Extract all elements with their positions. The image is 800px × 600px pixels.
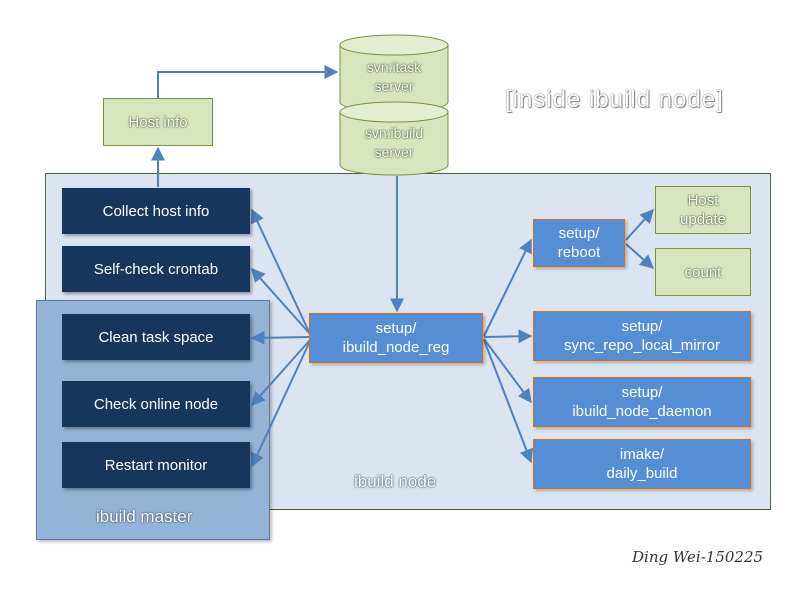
clean-task-space-box: Clean task space	[62, 314, 250, 360]
sync-repo-line1: setup/	[621, 318, 663, 335]
arrow-center-to-restart	[250, 340, 311, 468]
collect-host-info-label: Collect host info	[102, 202, 210, 220]
host-update-line1: Host	[687, 192, 719, 209]
host-update-box: Host update	[655, 186, 751, 234]
ibuild-node-label: ibuild node	[354, 472, 437, 491]
arrow-center-to-sync	[483, 329, 533, 344]
ibuild-node-reg-box: setup/ ibuild_node_reg	[309, 313, 483, 363]
daily-build-line2: daily_build	[606, 465, 678, 482]
ibuild-master-label: ibuild master	[96, 507, 193, 526]
self-check-crontab-label: Self-check crontab	[93, 260, 219, 278]
svn-itask-line1: svn:itask	[366, 59, 422, 75]
self-check-crontab-box: Self-check crontab	[62, 246, 250, 292]
check-online-node-label: Check online node	[93, 395, 219, 413]
count-label: count	[684, 263, 722, 281]
arrow-center-to-collect	[250, 208, 311, 335]
author-signature: Ding Wei-150225	[632, 548, 764, 566]
svn-itask-server-cylinder	[339, 34, 449, 113]
ibuild-node-reg-line2: ibuild_node_reg	[342, 339, 450, 356]
host-info-label: Host info	[128, 113, 188, 131]
svn-ibuild-server-cylinder	[339, 101, 449, 176]
host-info-box: Host info	[103, 98, 213, 146]
clean-task-space-label: Clean task space	[98, 328, 214, 346]
arrow-hostinfo-to-itask	[157, 65, 339, 98]
sync-repo-line2: sync_repo_local_mirror	[564, 337, 720, 354]
arrow-center-to-reboot	[483, 238, 532, 337]
collect-host-info-box: Collect host info	[62, 188, 250, 234]
setup-reboot-box: setup/ reboot	[533, 219, 625, 267]
ibuild-node-daemon-line1: setup/	[621, 384, 663, 401]
ibuild-node-daemon-line2: ibuild_node_daemon	[572, 403, 712, 420]
setup-reboot-line2: reboot	[557, 244, 601, 261]
arrow-reboot-to-count	[625, 243, 655, 269]
ibuild-node-reg-line1: setup/	[375, 320, 417, 337]
arrow-center-to-check	[251, 339, 311, 407]
restart-monitor-label: Restart monitor	[104, 456, 208, 474]
svn-itask-server-label: svn:itask server	[340, 58, 448, 96]
svn-ibuild-line1: svn:ibuild	[364, 125, 424, 141]
diagram-title: [inside ibuild node]	[505, 86, 724, 113]
svn-itask-line2: server	[374, 78, 414, 94]
svn-ibuild-server-label: svn:ibuild server	[340, 124, 448, 162]
svn-ibuild-line2: server	[374, 144, 414, 160]
setup-reboot-line1: setup/	[558, 225, 600, 242]
ibuild-node-daemon-box: setup/ ibuild_node_daemon	[533, 377, 751, 427]
restart-monitor-box: Restart monitor	[62, 442, 250, 488]
count-box: count	[655, 248, 751, 296]
daily-build-box: imake/ daily_build	[533, 439, 751, 489]
arrow-center-to-daemon	[483, 338, 532, 404]
daily-build-line1: imake/	[619, 446, 665, 463]
arrow-reboot-to-hostupdate	[625, 208, 654, 241]
check-online-node-box: Check online node	[62, 381, 250, 427]
sync-repo-box: setup/ sync_repo_local_mirror	[533, 311, 751, 361]
arrow-center-to-clean	[250, 330, 311, 345]
host-update-line2: update	[680, 211, 726, 228]
arrow-center-to-crontab	[251, 267, 311, 335]
arrow-center-to-daily	[483, 339, 534, 464]
